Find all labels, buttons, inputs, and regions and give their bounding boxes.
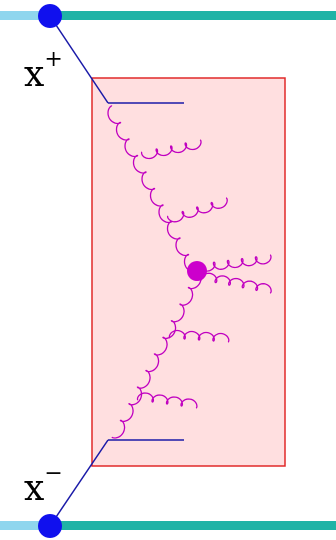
gluon-emission-4	[200, 272, 272, 294]
gluon-emission-1	[140, 139, 202, 160]
bottom-beam-dark	[50, 521, 336, 530]
bottom-beam-light	[0, 521, 50, 530]
gluon-spine-upper	[107, 105, 198, 273]
gluon-emission-5	[168, 329, 230, 343]
x-plus-label: x+	[24, 47, 63, 95]
bottom-beam	[0, 521, 336, 530]
top-beam-dark	[50, 11, 336, 20]
gluon-emission-2	[166, 197, 228, 223]
top-beam-light	[0, 11, 50, 20]
top-beam	[0, 11, 336, 20]
bottom-endpoint-dot	[38, 514, 62, 538]
interaction-region-box	[91, 77, 286, 467]
top-endpoint-dot	[38, 4, 62, 28]
gluon-lines	[107, 105, 272, 439]
gluon-spine-lower	[111, 270, 202, 439]
quark-lines	[49, 15, 184, 527]
top-quark-line	[49, 15, 109, 104]
x-minus-label: x−	[24, 461, 63, 509]
gluon-emission-3	[198, 254, 272, 272]
bottom-quark-line	[49, 439, 109, 527]
central-vertex-dot	[187, 261, 207, 281]
gluon-emission-6	[136, 392, 198, 409]
